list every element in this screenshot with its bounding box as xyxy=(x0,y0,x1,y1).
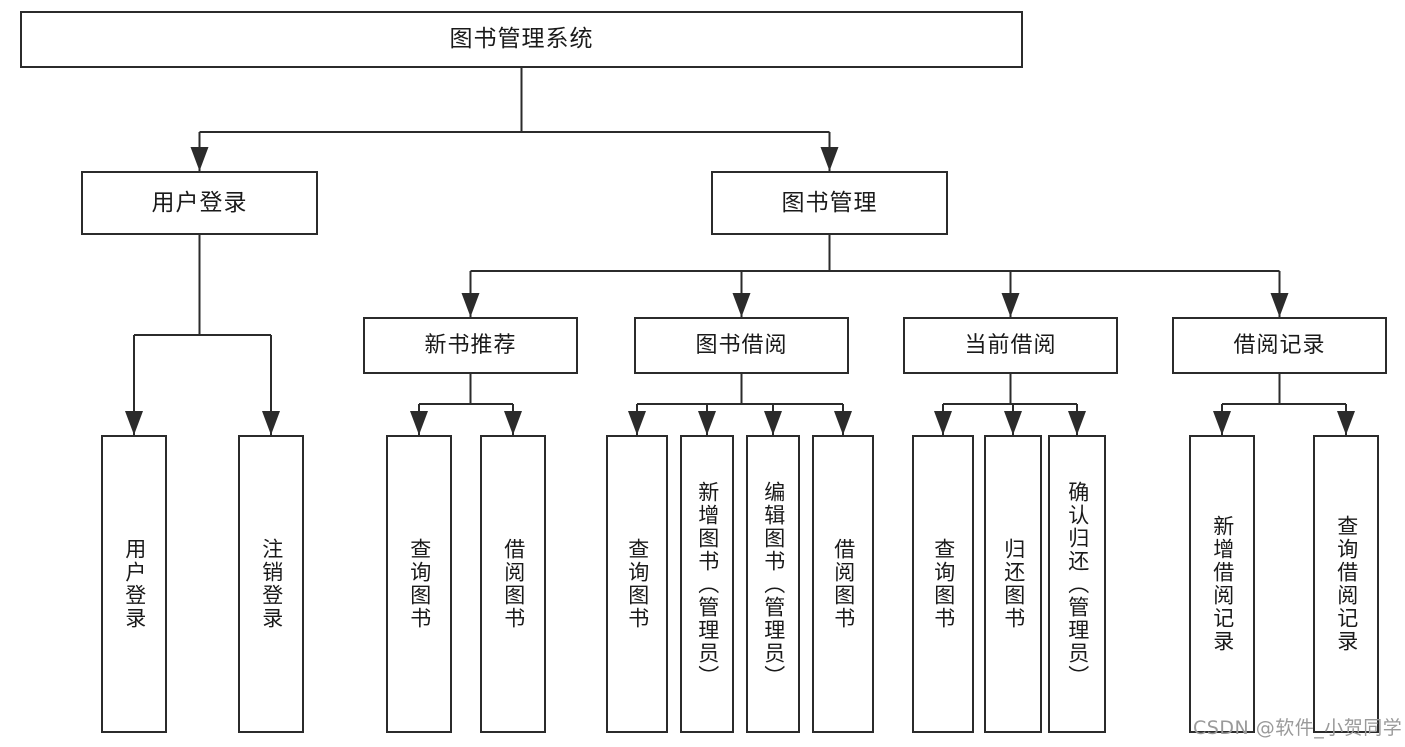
node-label-cu-return: 归还图书 xyxy=(1001,538,1026,630)
node-label-newbook: 新书推荐 xyxy=(424,332,517,358)
node-rc-query[interactable]: 查询借阅记录 xyxy=(1313,435,1379,733)
node-label-login-in: 用户登录 xyxy=(122,538,147,630)
node-cu-confirm[interactable]: 确认归还（管理员） xyxy=(1048,435,1106,733)
node-newbook[interactable]: 新书推荐 xyxy=(363,317,578,374)
node-bw-add[interactable]: 新增图书（管理员） xyxy=(680,435,734,733)
node-label-bookmgmt: 图书管理 xyxy=(781,189,878,216)
node-cu-query[interactable]: 查询图书 xyxy=(912,435,974,733)
node-label-cu-confirm: 确认归还（管理员） xyxy=(1065,480,1090,688)
node-label-bw-add: 新增图书（管理员） xyxy=(695,480,720,688)
node-label-current: 当前借阅 xyxy=(964,332,1057,358)
node-nb-borrow[interactable]: 借阅图书 xyxy=(480,435,546,733)
node-bw-edit[interactable]: 编辑图书（管理员） xyxy=(746,435,800,733)
node-login-out[interactable]: 注销登录 xyxy=(238,435,304,733)
node-record[interactable]: 借阅记录 xyxy=(1172,317,1387,374)
node-root[interactable]: 图书管理系统 xyxy=(20,11,1023,68)
node-label-cu-query: 查询图书 xyxy=(931,538,956,630)
node-label-root: 图书管理系统 xyxy=(449,26,594,53)
node-label-login: 用户登录 xyxy=(151,189,248,216)
node-label-bw-query: 查询图书 xyxy=(625,538,650,630)
node-bookmgmt[interactable]: 图书管理 xyxy=(711,171,948,235)
node-borrow[interactable]: 图书借阅 xyxy=(634,317,849,374)
node-bw-query[interactable]: 查询图书 xyxy=(606,435,668,733)
node-label-rc-query: 查询借阅记录 xyxy=(1334,515,1359,653)
node-nb-query[interactable]: 查询图书 xyxy=(386,435,452,733)
node-label-login-out: 注销登录 xyxy=(259,538,284,630)
node-label-nb-borrow: 借阅图书 xyxy=(501,538,526,630)
node-label-nb-query: 查询图书 xyxy=(407,538,432,630)
node-cu-return[interactable]: 归还图书 xyxy=(984,435,1042,733)
node-login[interactable]: 用户登录 xyxy=(81,171,318,235)
node-current[interactable]: 当前借阅 xyxy=(903,317,1118,374)
node-label-rc-add: 新增借阅记录 xyxy=(1210,515,1235,653)
node-bw-borrow[interactable]: 借阅图书 xyxy=(812,435,874,733)
node-label-bw-edit: 编辑图书（管理员） xyxy=(761,480,786,688)
node-label-bw-borrow: 借阅图书 xyxy=(831,538,856,630)
node-login-in[interactable]: 用户登录 xyxy=(101,435,167,733)
node-label-record: 借阅记录 xyxy=(1233,332,1326,358)
node-label-borrow: 图书借阅 xyxy=(695,332,788,358)
node-rc-add[interactable]: 新增借阅记录 xyxy=(1189,435,1255,733)
